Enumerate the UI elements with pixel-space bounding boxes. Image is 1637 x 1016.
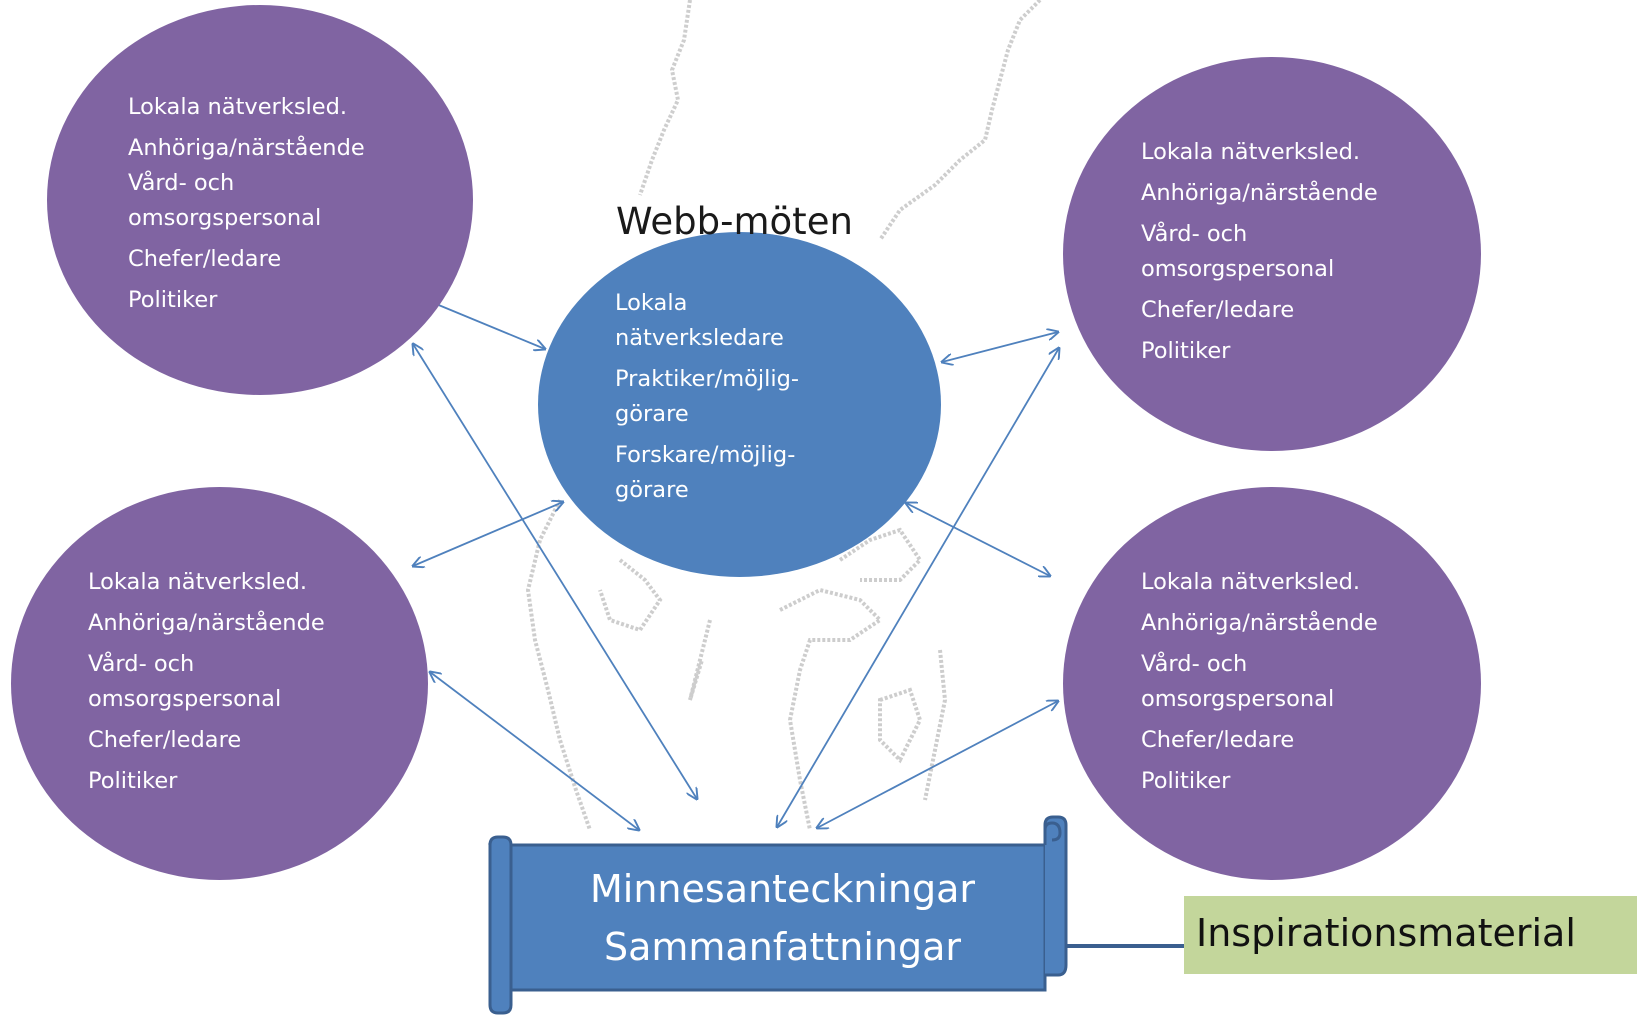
hub-item: Praktiker/möjlig-görare	[615, 366, 800, 427]
group-item: Anhöriga/närstående	[128, 135, 365, 161]
group-item: Lokala nätverksled.	[88, 569, 308, 595]
group-item: Politiker	[1141, 338, 1231, 364]
group-item: Chefer/ledare	[128, 246, 282, 272]
group-item: Politiker	[88, 768, 178, 794]
group-item: Vård- och omsorgspersonal	[88, 651, 282, 712]
group-item: Lokala nätverksled.	[128, 94, 348, 120]
hub-title: Webb-möten	[616, 200, 853, 243]
hub-item: Forskare/möjlig-görare	[615, 442, 796, 503]
group-circle-bottom-right: Lokala nätverksled. Anhöriga/närstående …	[1063, 487, 1481, 880]
group-item: Anhöriga/närstående	[1141, 610, 1378, 636]
group-circle-top-left: Lokala nätverksled. Anhöriga/närstående …	[47, 5, 473, 395]
scroll-line: Sammanfattningar	[603, 925, 962, 969]
group-circle-top-right: Lokala nätverksled. Anhöriga/närstående …	[1063, 57, 1481, 451]
group-item: Anhöriga/närstående	[88, 610, 325, 636]
group-item: Vård- och omsorgspersonal	[1141, 221, 1335, 282]
scroll-text: Minnesanteckningar Sammanfattningar	[515, 860, 1050, 976]
scroll-line: Minnesanteckningar	[590, 867, 975, 911]
group-item: Vård- och omsorgspersonal	[1141, 651, 1335, 712]
group-item: Chefer/ledare	[1141, 297, 1295, 323]
group-item: Vård- och omsorgspersonal	[128, 170, 322, 231]
output-box: Inspirationsmaterial	[1184, 896, 1637, 974]
hub-item: Lokala nätverksledare	[615, 290, 784, 351]
group-item: Politiker	[1141, 768, 1231, 794]
group-item: Lokala nätverksled.	[1141, 569, 1361, 595]
group-item: Lokala nätverksled.	[1141, 139, 1361, 165]
group-item: Chefer/ledare	[88, 727, 242, 753]
hub-circle: Lokala nätverksledare Praktiker/möjlig-g…	[538, 232, 941, 577]
group-item: Politiker	[128, 287, 218, 313]
group-circle-bottom-left: Lokala nätverksled. Anhöriga/närstående …	[11, 487, 428, 880]
group-item: Anhöriga/närstående	[1141, 180, 1378, 206]
output-label: Inspirationsmaterial	[1196, 911, 1576, 955]
group-item: Chefer/ledare	[1141, 727, 1295, 753]
